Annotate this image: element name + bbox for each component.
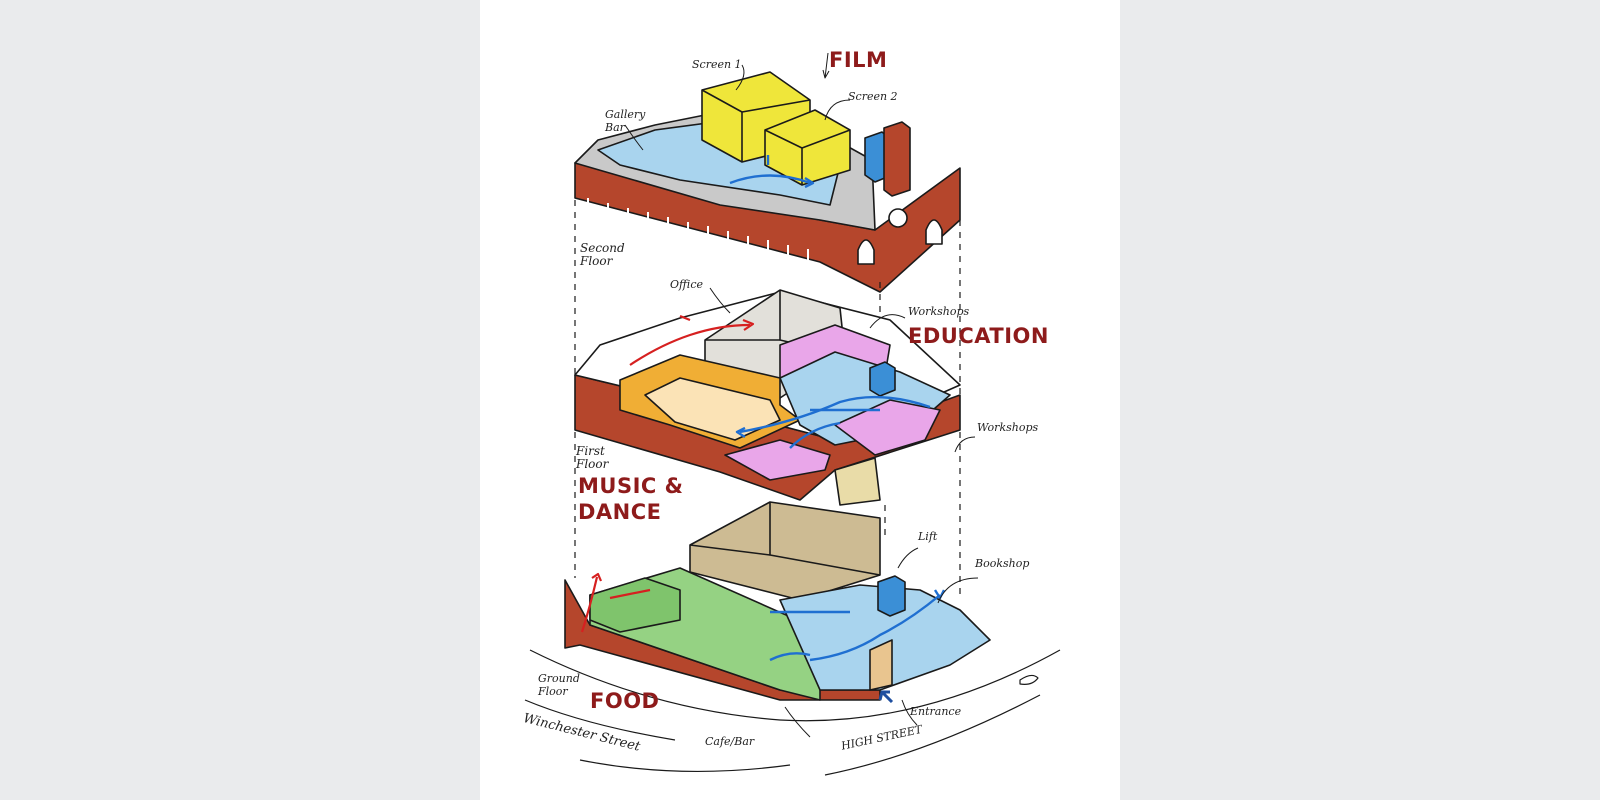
entrance-door — [869, 639, 893, 691]
second-floor-level — [574, 71, 961, 293]
street-lines — [524, 649, 1061, 776]
exploded-axonometric-sketch — [524, 52, 1061, 776]
entrance-arrow — [878, 690, 894, 704]
ground-floor-level — [564, 501, 991, 701]
music-dance-floor — [644, 377, 781, 441]
zone-label-education: EDUCATION — [908, 324, 1049, 348]
screen2-box — [764, 109, 851, 186]
cafe-kitchen — [589, 577, 681, 633]
first-floor-lift — [869, 361, 896, 397]
ground-floor-lift — [877, 575, 906, 617]
annotation-cafe-bar: Cafe/Bar — [705, 735, 755, 748]
second-floor-windows — [587, 198, 809, 261]
annotation-office: Office — [670, 278, 703, 291]
chimney — [883, 121, 911, 197]
annotation-second-floor: Second Floor — [580, 241, 625, 268]
annotation-workshops-top: Workshops — [908, 305, 970, 318]
annotation-gallery-bar: Gallery Bar — [605, 108, 646, 134]
annotation-entrance: Entrance — [910, 705, 962, 718]
zone-label-music-dance: MUSIC & DANCE — [578, 474, 684, 524]
annotation-screen2: Screen 2 — [848, 90, 898, 103]
annotation-bookshop: Bookshop — [975, 557, 1030, 570]
ground-floor-escape-arrows — [580, 572, 651, 633]
round-window — [888, 208, 908, 228]
second-floor-circulation-arrows — [729, 155, 815, 189]
annotation-first-floor: First Floor — [576, 444, 609, 471]
level-alignment-lines — [574, 200, 961, 600]
drawing-sheet: FILM EDUCATION MUSIC & DANCE FOOD Screen… — [480, 0, 1120, 800]
annotation-workshops-side: Workshops — [977, 421, 1039, 434]
annotation-lift: Lift — [918, 530, 938, 543]
education-room-front — [724, 439, 831, 481]
zone-label-film: FILM — [829, 48, 888, 72]
annotation-leaders — [624, 52, 979, 738]
first-floor-circulation-arrows — [735, 395, 931, 449]
annotation-ground-floor: Ground Floor — [538, 672, 580, 698]
zone-label-food: FOOD — [590, 689, 660, 713]
annotation-screen1: Screen 1 — [692, 58, 742, 71]
first-floor-escape-arrows — [629, 314, 755, 366]
education-room-lower — [834, 399, 941, 456]
first-floor-annex — [834, 457, 881, 506]
